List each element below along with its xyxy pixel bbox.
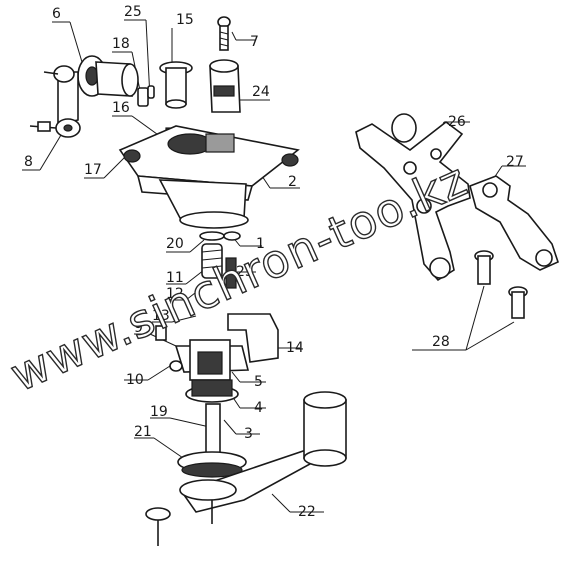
label-21: 21: [134, 424, 152, 440]
label-18: 18: [112, 36, 130, 52]
part-5-body: [174, 339, 250, 381]
part-9-pin: [155, 325, 167, 341]
label-2: 2: [288, 174, 297, 190]
part-2-housing: [118, 125, 300, 229]
part-28-bolt-b: [508, 286, 528, 319]
part-22-arm: [145, 391, 347, 546]
part-24-block: [209, 59, 241, 113]
label-28: 28: [432, 334, 450, 350]
label-19: 19: [150, 404, 168, 420]
part-11-spring: [201, 243, 223, 279]
callout-labels: 6 25 15 7 18 24 16 8 17 2 20 1 23 11 12 …: [24, 4, 524, 520]
label-6: 6: [52, 6, 61, 22]
part-14-bracket: [227, 313, 279, 363]
part-6-pulley-hub: [77, 55, 139, 97]
label-8: 8: [24, 154, 33, 170]
part-7-screw: [217, 16, 231, 51]
part-8-crank-arm: [29, 65, 81, 138]
part-21-disc: [177, 451, 247, 478]
label-14: 14: [286, 340, 304, 356]
label-26: 26: [448, 114, 466, 130]
part-27-link: [469, 175, 559, 271]
part-23-pin: [225, 257, 237, 289]
label-15: 15: [176, 12, 194, 28]
part-10-screw: [169, 360, 183, 372]
label-4: 4: [254, 400, 263, 416]
label-17: 17: [84, 162, 102, 178]
part-19-shaft: [205, 403, 221, 455]
part-18-pin: [137, 87, 149, 107]
label-27: 27: [506, 154, 524, 170]
label-22: 22: [298, 504, 316, 520]
part-25-pin: [147, 85, 155, 99]
label-3: 3: [244, 426, 253, 442]
part-26-plate: [355, 113, 471, 282]
part-15-cap: [159, 61, 193, 109]
label-25: 25: [124, 4, 142, 20]
label-12: 12: [166, 286, 184, 302]
label-5: 5: [254, 374, 263, 390]
label-20: 20: [166, 236, 184, 252]
part-4-ring: [185, 379, 239, 403]
part-1-clip: [223, 231, 241, 241]
label-24: 24: [252, 84, 270, 100]
label-10: 10: [126, 372, 144, 388]
label-13: 13: [152, 308, 170, 324]
part-20-washer: [199, 231, 225, 241]
label-1: 1: [256, 236, 265, 252]
label-9: 9: [134, 320, 143, 336]
label-11: 11: [166, 270, 184, 286]
label-7: 7: [250, 34, 259, 50]
label-16: 16: [112, 100, 130, 116]
part-28-bolt-a: [474, 250, 494, 285]
label-23: 23: [236, 264, 254, 280]
